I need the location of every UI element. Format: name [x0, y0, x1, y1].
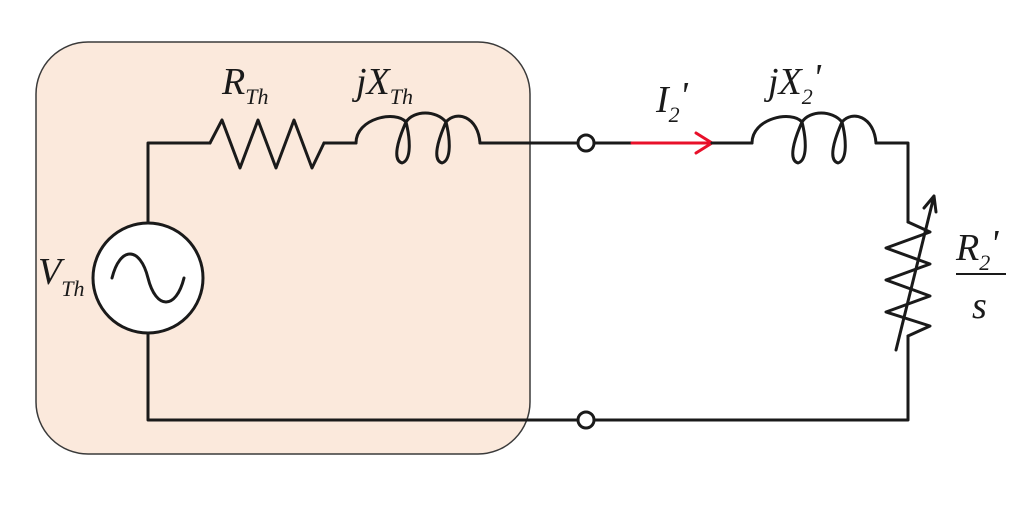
x-th-label: jXTh [351, 61, 413, 109]
r2-denominator-label: s [972, 285, 987, 327]
bottom-terminal [576, 410, 596, 430]
r2-numerator-label: R2' [955, 223, 999, 275]
wire-right-top [874, 141, 910, 224]
wire-bottom-left [146, 332, 580, 422]
variable-resistor-arrow [894, 194, 938, 352]
wire-top-left [146, 141, 212, 224]
thevenin-equivalent-box [35, 41, 531, 455]
current-arrow [630, 131, 714, 155]
thevenin-resistor [208, 118, 326, 170]
x2-label: jX2' [763, 57, 822, 109]
sine-wave-icon [110, 252, 186, 304]
current-label: I2' [655, 75, 689, 127]
top-terminal [576, 133, 596, 153]
thevenin-inductor [354, 111, 482, 165]
r-th-label: RTh [221, 61, 268, 109]
rotor-inductor [750, 111, 878, 165]
variable-load-resistor [884, 220, 932, 338]
v-th-label: VTh [38, 251, 84, 301]
wire-right-bottom [592, 334, 910, 422]
